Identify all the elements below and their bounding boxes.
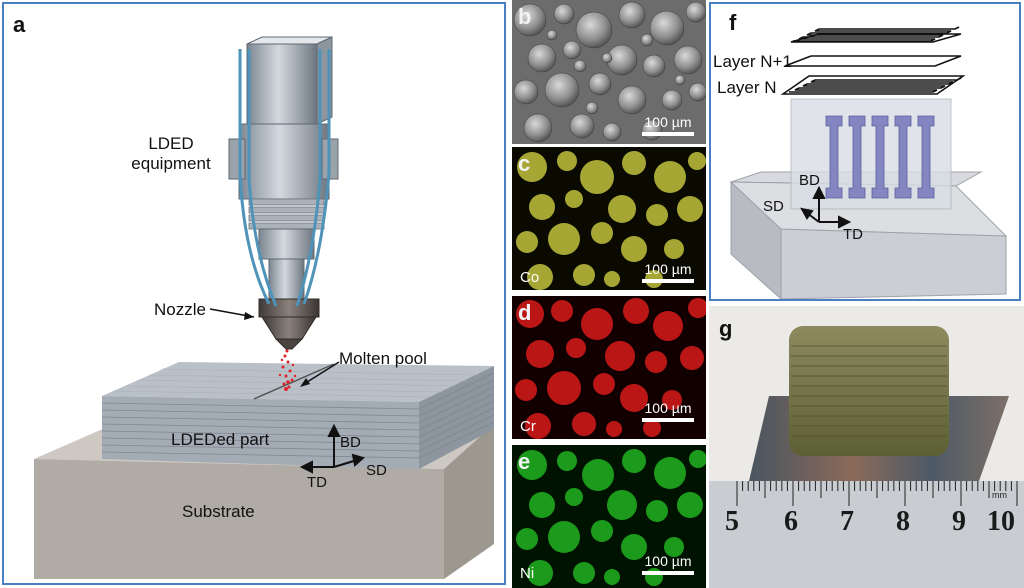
ruler-num-1: 6 — [784, 506, 798, 537]
ruler-num-2: 7 — [840, 506, 854, 537]
ruler — [709, 481, 1024, 588]
cooling-fins — [248, 198, 325, 230]
sem-particles — [513, 1, 706, 143]
molten-pool-callout — [303, 361, 340, 385]
scale-bar-c: 100 µm — [636, 261, 700, 283]
panel-e-ni-map: e Ni 100 µm — [512, 445, 706, 588]
top-block — [246, 43, 318, 125]
ruler-unit: mm — [992, 490, 1007, 500]
panel-c-label: c — [518, 151, 531, 176]
part-label: LDEDed part — [171, 430, 270, 449]
layer-n1-scan-path — [784, 26, 962, 67]
panel-g-label: g — [719, 316, 733, 341]
powder-feed-tubes — [238, 49, 331, 307]
nozzle-label: Nozzle — [154, 300, 206, 319]
panel-f-label: f — [729, 10, 737, 35]
axis-bd-label-f: BD — [799, 172, 820, 189]
part-side — [419, 366, 494, 469]
scale-bar-e: 100 µm — [636, 553, 700, 575]
ni-particles — [516, 449, 706, 586]
layer-n1-label: Layer N+1 — [713, 52, 792, 71]
panel-d-cr-map: d Cr 100 µm — [512, 296, 706, 439]
panel-c-co-map: c Co 100 µm — [512, 147, 706, 290]
scan-track — [253, 363, 335, 400]
ruler-num-5: 10 — [987, 506, 1015, 537]
panel-f: f Layer N+1 Layer N BD SD TD — [709, 2, 1021, 301]
part-layer-lines — [101, 372, 495, 459]
substrate-front — [34, 459, 444, 579]
block-axes — [800, 185, 852, 229]
ruler-num-3: 8 — [896, 506, 910, 537]
lded-setup-illustration — [34, 36, 495, 579]
panel-d-label: d — [518, 300, 532, 325]
printed-cube-photo — [709, 306, 1024, 588]
tensile-specimens — [825, 115, 935, 199]
axis-td-label: TD — [307, 474, 327, 491]
panel-a: a LDED equipment Nozzle Molten pool LDED… — [2, 2, 506, 585]
element-cr-label: Cr — [520, 418, 536, 435]
panel-g-photo: g mm 5 6 7 8 9 10 — [709, 306, 1024, 588]
ruler-ticks — [736, 481, 1018, 506]
layer-n-label: Layer N — [717, 78, 777, 97]
axis-bd-label: BD — [340, 434, 361, 451]
element-co-label: Co — [520, 269, 540, 286]
scale-bar-b: 100 µm — [636, 114, 700, 136]
powder-stream — [278, 349, 297, 391]
part-axes — [299, 423, 366, 474]
panel-e-label: e — [518, 449, 531, 474]
scale-bar-d: 100 µm — [636, 400, 700, 422]
axis-sd-label: SD — [366, 462, 387, 479]
ruler-num-0: 5 — [725, 506, 739, 537]
ruler-num-4: 9 — [952, 506, 966, 537]
co-particles — [516, 151, 706, 290]
mid-block — [238, 123, 330, 200]
cr-particles — [515, 298, 706, 439]
substrate-side — [444, 424, 494, 579]
layer-n-scan-path — [780, 75, 966, 95]
panel-a-label: a — [13, 12, 26, 37]
panel-b-sem-image: b 100 µm — [512, 0, 706, 144]
molten-pool-label: Molten pool — [339, 349, 427, 368]
axis-td-label-f: TD — [843, 226, 863, 243]
element-ni-label: Ni — [520, 565, 535, 582]
printed-cube — [789, 326, 949, 456]
panel-b-label: b — [518, 4, 532, 29]
tensile-sampling-illustration — [729, 26, 1008, 299]
part-top — [102, 362, 494, 402]
axis-sd-label-f: SD — [763, 198, 784, 215]
substrate-label: Substrate — [182, 502, 255, 521]
equipment-label: LDED equipment — [131, 134, 211, 173]
